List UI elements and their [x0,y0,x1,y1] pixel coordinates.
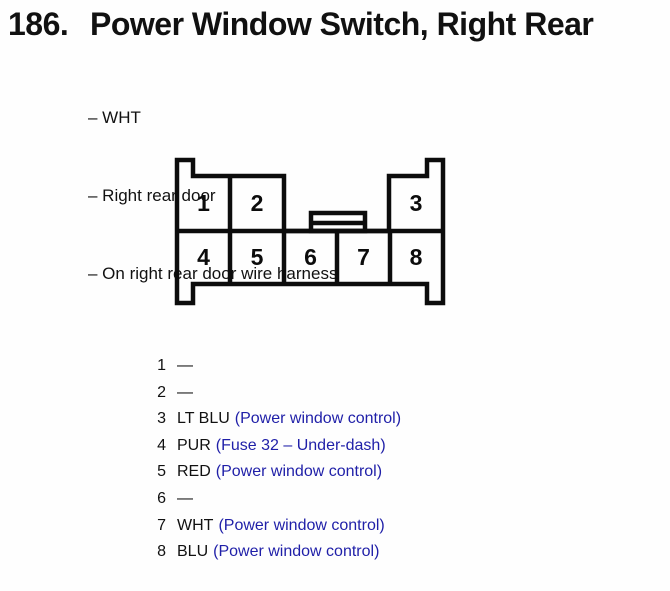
wire-color: WHT [177,516,214,534]
pin-number: 8 [157,543,166,561]
wire-color: — [177,489,193,507]
page-title: 186. Power Window Switch, Right Rear [8,6,594,43]
wire-color: — [177,383,193,401]
circuit-note: (Power window control) [234,410,402,428]
pin-number: 3 [157,410,166,428]
pin-number: 2 [157,383,166,401]
pin-number: 7 [157,516,166,534]
pin-number: 6 [157,489,166,507]
connector-pin-label: 5 [251,244,264,270]
connector-title: Power Window Switch, Right Rear [90,6,594,42]
circuit-note: (Power window control) [215,463,383,481]
pin-row: 7 WHT (Power window control) [150,513,401,540]
circuit-note: (Fuse 32 – Under-dash) [215,436,386,454]
pin-row: 1 — [150,353,401,380]
circuit-note: (Power window control) [218,516,385,534]
connector-pin-label: 3 [410,190,423,216]
wire-color: RED [177,463,211,481]
pin-row: 3 LT BLU (Power window control) [150,406,401,433]
note-line: – Right rear door [88,186,216,205]
connector-outline [174,157,446,306]
wire-color: — [177,357,193,374]
connector-pin-label: 4 [197,244,210,270]
pin-row: 2 — [150,380,401,407]
circuit-note: (Power window control) [213,543,380,561]
pin-number: 4 [157,436,166,454]
pin-number: 5 [157,463,166,481]
connector-pin-label: 6 [304,244,317,270]
note-line: – WHT [88,108,141,127]
wire-color: PUR [177,436,211,454]
connector-pin-label: 8 [410,244,423,270]
connector-item-number: 186. [8,6,69,42]
pin-assignment-list: 1 — 2 — 3 LT BLU (Power window control) … [150,353,401,566]
pin-row: 4 PUR (Fuse 32 – Under-dash) [150,433,401,460]
pin-row: 5 RED (Power window control) [150,459,401,486]
wire-color: LT BLU [177,410,230,428]
connector-pin-label: 1 [197,190,210,216]
pin-number: 1 [157,357,166,374]
connector-pin-label: 7 [357,244,370,270]
connector-diagram: 1 2 3 4 5 6 7 8 [174,157,446,306]
pin-row: 6 — [150,486,401,513]
wire-color: BLU [177,543,209,561]
connector-pin-label: 2 [251,190,264,216]
pin-row: 8 BLU (Power window control) [150,539,401,566]
